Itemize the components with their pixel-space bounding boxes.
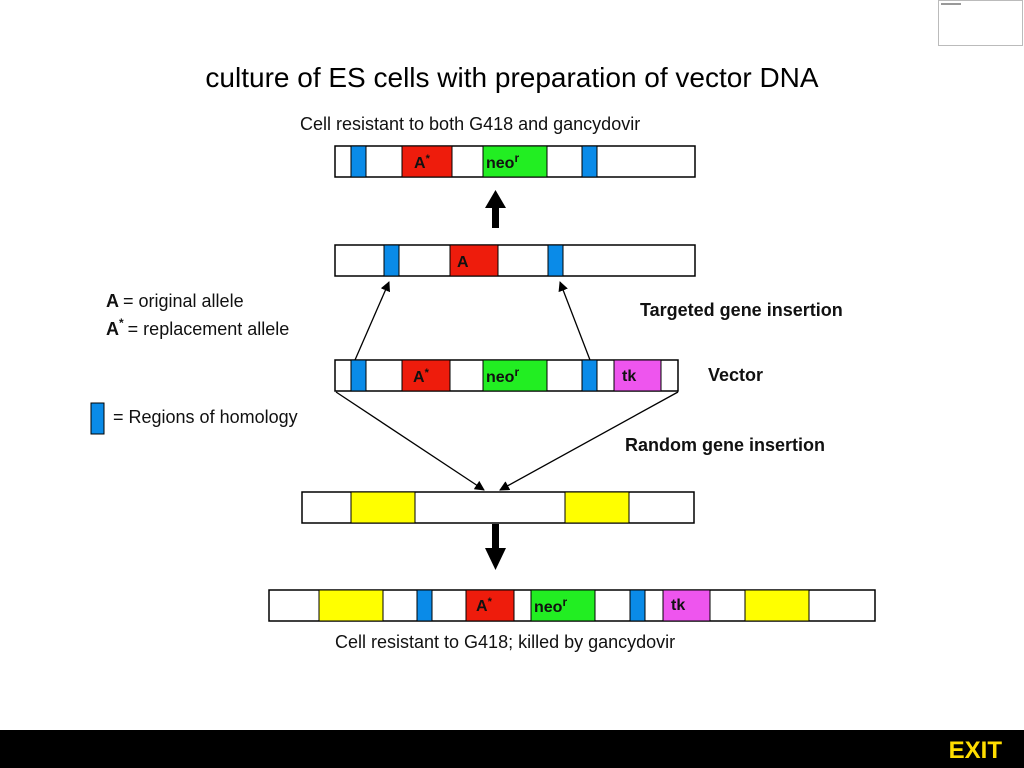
tk-segment <box>613 359 662 392</box>
legend-homology-text: = Regions of homology <box>113 407 298 427</box>
homology-region <box>629 589 646 622</box>
slide-title: culture of ES cells with preparation of … <box>205 62 819 93</box>
vector-label: Vector <box>708 365 763 385</box>
slide-thumbnail <box>938 0 1023 46</box>
footer-bar <box>0 730 1024 768</box>
vector-strand: A* neor tk <box>334 359 679 392</box>
neo-label: neor <box>534 595 567 616</box>
random-site-flank <box>744 589 810 622</box>
replacement-allele-label: A* <box>413 367 430 386</box>
homology-region <box>350 359 367 392</box>
neo-label: neor <box>486 151 519 172</box>
replacement-allele-segment <box>465 589 515 622</box>
random-arrow-right <box>499 391 679 491</box>
homology-region <box>547 244 564 277</box>
homology-region <box>383 244 400 277</box>
original-allele-label: A <box>457 254 469 271</box>
neo-segment <box>530 589 596 622</box>
exit-button[interactable]: EXIT <box>948 737 1002 764</box>
thumbnail-mark <box>941 3 961 5</box>
homology-arrow-right <box>558 281 591 361</box>
neo-segment <box>482 359 548 392</box>
random-site-strand <box>301 491 695 524</box>
original-allele-segment <box>449 244 499 277</box>
original-allele-strand: A <box>334 244 696 277</box>
down-arrow <box>485 524 506 570</box>
homology-region <box>581 145 598 178</box>
homology-region <box>581 359 598 392</box>
homology-arrow-left <box>354 281 390 361</box>
legend-original-allele: A= original allele <box>106 291 244 311</box>
neo-segment <box>482 145 548 178</box>
legend-replacement-allele: A*= replacement allele <box>106 316 289 339</box>
random-insertion-label: Random gene insertion <box>625 435 825 455</box>
tk-label: tk <box>622 368 636 385</box>
replacement-allele-segment <box>401 145 453 178</box>
random-site-flank <box>350 491 416 524</box>
up-arrow <box>485 190 506 228</box>
legend-homology-swatch <box>90 402 105 435</box>
neo-label: neor <box>486 365 519 386</box>
homology-region <box>416 589 433 622</box>
replacement-allele-label: A* <box>414 153 431 172</box>
random-site-flank <box>564 491 630 524</box>
top-caption: Cell resistant to both G418 and gancydov… <box>300 114 640 134</box>
random-site-flank <box>318 589 384 622</box>
random-result-strand: A* neor tk <box>268 589 876 622</box>
random-arrow-left <box>335 391 485 491</box>
tk-segment <box>662 589 711 622</box>
targeted-result-strand: A* neor <box>334 145 696 178</box>
replacement-allele-label: A* <box>476 596 493 615</box>
bottom-caption: Cell resistant to G418; killed by gancyd… <box>335 632 675 652</box>
replacement-allele-segment <box>401 359 451 392</box>
tk-label: tk <box>671 597 685 614</box>
homology-region <box>350 145 367 178</box>
targeted-insertion-label: Targeted gene insertion <box>640 300 843 320</box>
